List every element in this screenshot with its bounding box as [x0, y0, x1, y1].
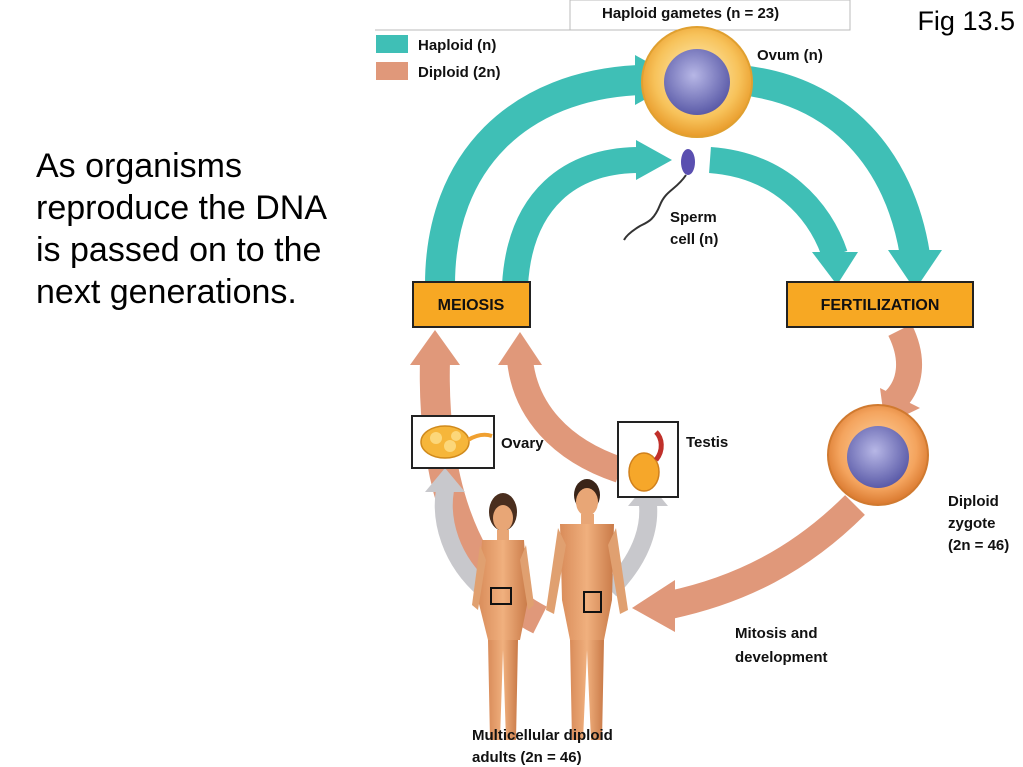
arrowhead — [888, 250, 942, 290]
body-line: next generations. — [36, 273, 297, 311]
legend-diploid-swatch — [376, 62, 408, 80]
female-adult-figure — [472, 493, 534, 740]
arrowhead — [410, 330, 460, 365]
arrowhead — [498, 332, 542, 365]
zygote-label-line3: (2n = 46) — [948, 537, 1009, 554]
haploid-arrow-to-ovum — [425, 65, 641, 286]
haploid-gametes-label: Haploid gametes (n = 23) — [602, 5, 779, 22]
haploid-arrow-sperm-to-fertilization — [708, 147, 848, 260]
male-adult-figure — [546, 479, 628, 740]
testis-label: Testis — [686, 434, 728, 451]
fertilization-box — [786, 281, 974, 328]
sperm-label-line2: cell (n) — [670, 231, 718, 248]
body-line: reproduce the DNA — [36, 189, 328, 227]
legend-haploid-swatch — [376, 35, 408, 53]
fertilization-label: FERTILIZATION — [821, 297, 940, 314]
zygote-nucleus — [847, 426, 909, 488]
arrowhead — [425, 468, 465, 492]
adults-label-line2: adults (2n = 46) — [472, 749, 582, 766]
haploid-arrow-to-sperm — [502, 147, 641, 287]
diploid-arrow-to-meiosis-inner — [507, 358, 625, 483]
sperm-tail — [623, 174, 687, 241]
diploid-arrow-mitosis — [667, 495, 865, 619]
figure-label: Fig 13.5 — [917, 6, 1015, 36]
adults-label-line1: Multicellular diploid — [472, 727, 613, 744]
sperm-label-line1: Sperm — [670, 209, 717, 226]
ovary-icon — [420, 425, 470, 459]
mitosis-label-line1: Mitosis and — [735, 625, 818, 642]
mitosis-label-line2: development — [735, 649, 828, 666]
arrowhead — [632, 580, 675, 632]
diploid-arrow-to-zygote — [885, 324, 923, 410]
haploid-arrow-ovum-to-fertilization — [738, 65, 930, 258]
body-line: is passed on to the — [36, 231, 322, 269]
ovum-label: Ovum (n) — [757, 47, 823, 64]
arrowhead — [636, 140, 672, 180]
ovary-label: Ovary — [501, 435, 544, 452]
zygote-label-line1: Diploid — [948, 493, 999, 510]
body-line: As organisms — [36, 147, 242, 185]
legend-haploid-label: Haploid (n) — [418, 37, 496, 54]
meiosis-box — [412, 281, 531, 328]
header-box — [569, 0, 851, 31]
arrowhead — [812, 252, 858, 285]
slide-body-text: As organisms reproduce the DNA is passed… — [36, 145, 396, 313]
meiosis-label: MEIOSIS — [438, 297, 505, 314]
sperm-head — [681, 149, 695, 175]
gray-arrow-to-ovary — [434, 488, 492, 597]
zygote-label-line2: zygote — [948, 515, 996, 532]
testis-icon — [628, 452, 660, 492]
legend-diploid-label: Diploid (2n) — [418, 64, 501, 81]
ovum-nucleus — [664, 49, 730, 115]
